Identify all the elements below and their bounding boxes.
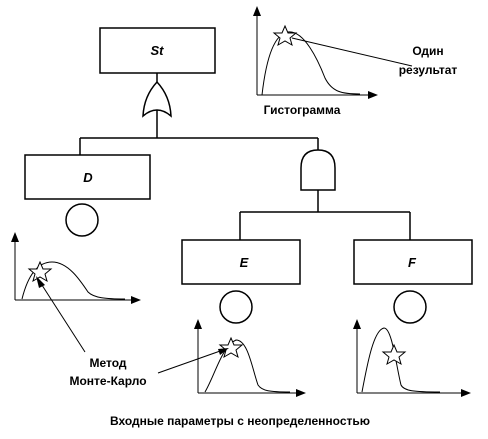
input-e-curve: [204, 339, 291, 393]
input-f-y-arrow: [353, 319, 361, 329]
input-f-x-arrow: [461, 389, 471, 397]
result-histogram: [253, 6, 378, 99]
event-d-label: D: [83, 170, 93, 185]
input-e-histogram: [194, 319, 306, 397]
input-e-star-icon: [218, 336, 244, 359]
input-e-y-arrow: [194, 319, 202, 329]
input-d-y-arrow: [11, 232, 19, 242]
one-result-label-line2: результат: [399, 63, 458, 77]
one-result-pointer: [291, 37, 413, 67]
result-histogram-x-arrow: [368, 91, 378, 99]
event-e-box: [181, 239, 301, 285]
caption: Входные параметры с неопределенностью: [110, 414, 370, 428]
top-event-label: St: [151, 43, 165, 58]
input-d-histogram: [11, 232, 141, 304]
event-e-basic-circle: [219, 290, 253, 324]
event-f-label: F: [408, 255, 417, 270]
event-d-box: [24, 154, 151, 200]
method-pointer-e-arrow: [218, 348, 229, 355]
histogram-label: Гистограмма: [264, 103, 341, 117]
event-f-basic-circle: [393, 290, 427, 324]
method-pointer-d: [39, 281, 86, 353]
input-d-star-icon: [27, 260, 53, 283]
method-pointer-d-arrow: [36, 276, 45, 288]
event-f-box: [353, 239, 473, 285]
input-f-histogram: [353, 319, 471, 397]
one-result-label-line1: Один: [412, 44, 443, 58]
event-d-basic-circle: [65, 203, 99, 237]
result-histogram-y-arrow: [253, 6, 261, 16]
method-label-line1: Метод: [89, 356, 126, 370]
and-gate-icon: [300, 149, 336, 191]
input-f-star-icon: [381, 343, 407, 366]
top-event-box: [99, 27, 216, 74]
input-e-x-arrow: [296, 389, 306, 397]
event-e-label: E: [240, 255, 249, 270]
result-histogram-curve: [261, 31, 361, 96]
input-d-x-arrow: [131, 296, 141, 304]
result-star-icon: [272, 24, 298, 47]
input-f-curve: [361, 327, 441, 393]
method-label-line2: Монте-Карло: [69, 374, 146, 388]
method-pointer-e: [157, 349, 224, 374]
